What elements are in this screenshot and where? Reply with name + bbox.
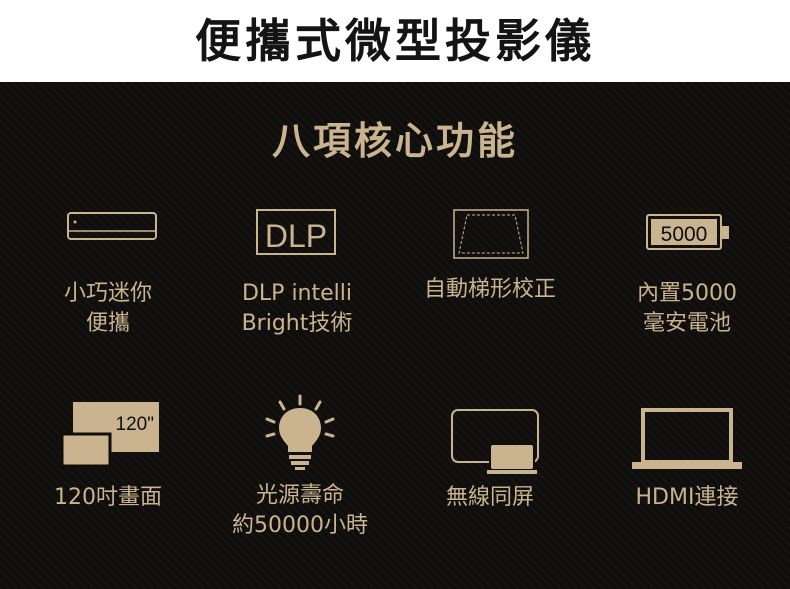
dlp-logo-icon: DLP: [256, 209, 336, 255]
screen-size-icon: 120": [60, 402, 159, 468]
feature-label: 120吋畫面: [54, 485, 162, 510]
page-title: 便攜式微型投影儀: [195, 14, 595, 68]
lightbulb-icon: [265, 394, 335, 470]
feature-label: 自動梯形校正: [423, 277, 556, 302]
feature-label: 小巧迷你 便攜: [63, 281, 152, 336]
features-panel: 八項核心功能 小巧迷你 便攜 DLP DLP intelli Bright技術: [0, 82, 790, 589]
feature-label: 無線同屏: [445, 485, 534, 510]
section-title: 八項核心功能: [271, 119, 518, 163]
keystone-correction-icon: [453, 209, 529, 259]
feature-label: HDMI連接: [635, 485, 739, 510]
feature-label: 光源壽命 約50000小時: [232, 483, 368, 538]
dlp-text: DLP: [265, 218, 327, 254]
feature-label: 內置5000 毫安電池: [637, 281, 737, 336]
battery-text: 5000: [661, 223, 708, 246]
battery-icon: 5000: [646, 214, 729, 250]
laptop-icon: [632, 408, 742, 469]
feature-label: DLP intelli Bright技術: [241, 281, 353, 336]
header-banner: 便攜式微型投影儀: [0, 0, 790, 82]
screen-mirroring-icon: [451, 409, 539, 474]
slim-device-icon: [67, 212, 157, 240]
screen-size-text: 120": [116, 414, 154, 435]
